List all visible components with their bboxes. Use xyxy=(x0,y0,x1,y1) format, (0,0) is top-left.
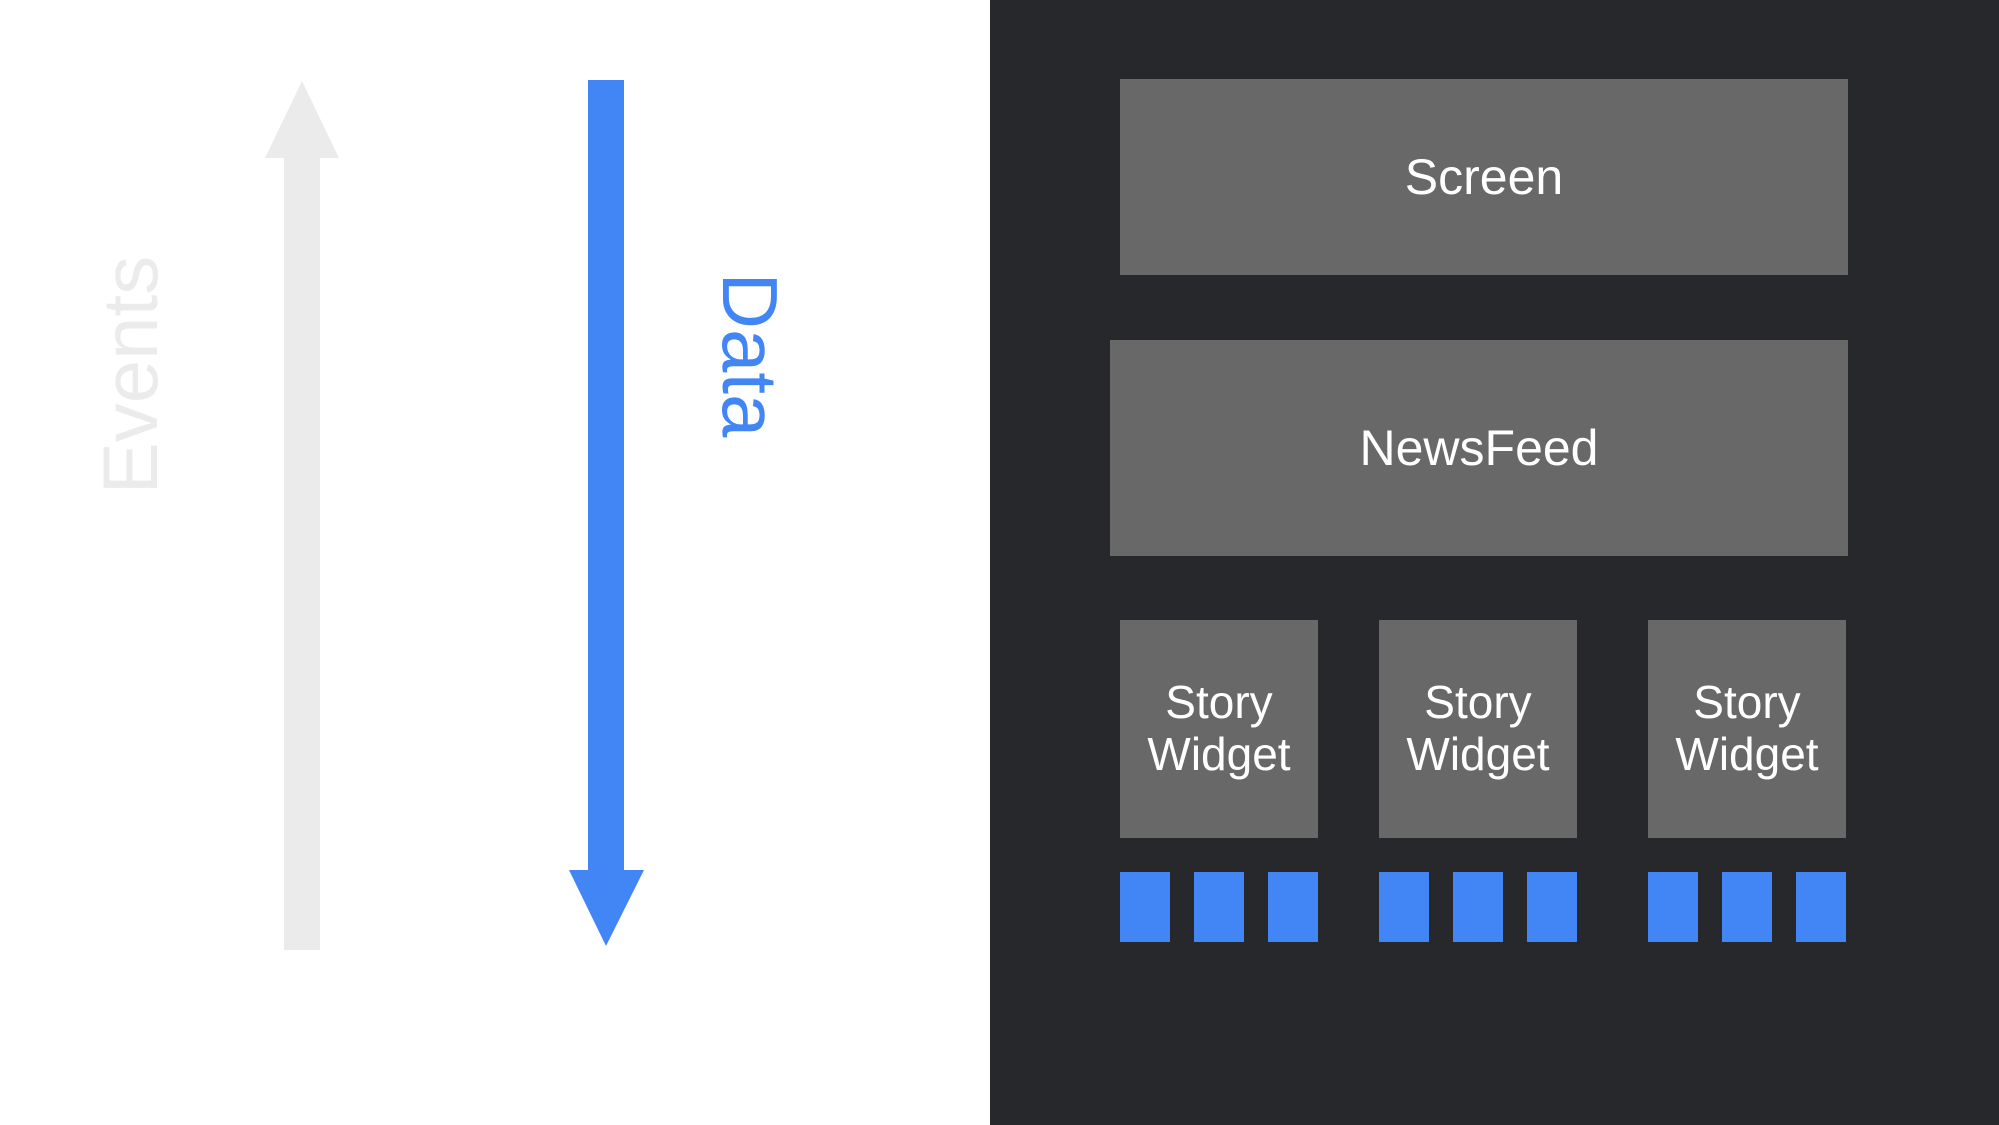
chip-node[interactable] xyxy=(1379,872,1429,942)
story-widget-label-line1: Story xyxy=(1424,676,1532,729)
chip-group xyxy=(1648,872,1846,942)
chip-node[interactable] xyxy=(1194,872,1244,942)
events-flow-label: Events xyxy=(86,255,174,495)
chip-node[interactable] xyxy=(1268,872,1318,942)
story-widget-label-line2: Widget xyxy=(1406,728,1550,780)
screen-node[interactable]: Screen xyxy=(1120,79,1848,275)
story-widget-label-line2: Widget xyxy=(1675,728,1819,780)
chip-node[interactable] xyxy=(1527,872,1577,942)
flow-direction-panel: Events Data xyxy=(0,0,990,1125)
arrow-down-icon xyxy=(569,80,644,946)
story-widget-node[interactable]: Story Widget xyxy=(1648,620,1846,838)
chip-node[interactable] xyxy=(1722,872,1772,942)
chip-node[interactable] xyxy=(1120,872,1170,942)
chip-node[interactable] xyxy=(1453,872,1503,942)
story-widget-node[interactable]: Story Widget xyxy=(1120,620,1318,838)
story-widget-label-line2: Widget xyxy=(1147,728,1291,780)
chip-node[interactable] xyxy=(1648,872,1698,942)
story-widget-label-line1: Story xyxy=(1693,676,1801,729)
arrow-up-icon xyxy=(265,81,339,950)
story-widget-label-line1: Story xyxy=(1165,676,1273,729)
data-flow-label: Data xyxy=(706,272,794,438)
chip-group xyxy=(1379,872,1577,942)
chip-group xyxy=(1120,872,1318,942)
widget-tree-panel: Screen NewsFeed Story Widget Story Widge… xyxy=(990,0,1999,1125)
chip-node[interactable] xyxy=(1796,872,1846,942)
newsfeed-node[interactable]: NewsFeed xyxy=(1110,340,1848,556)
story-widget-node[interactable]: Story Widget xyxy=(1379,620,1577,838)
